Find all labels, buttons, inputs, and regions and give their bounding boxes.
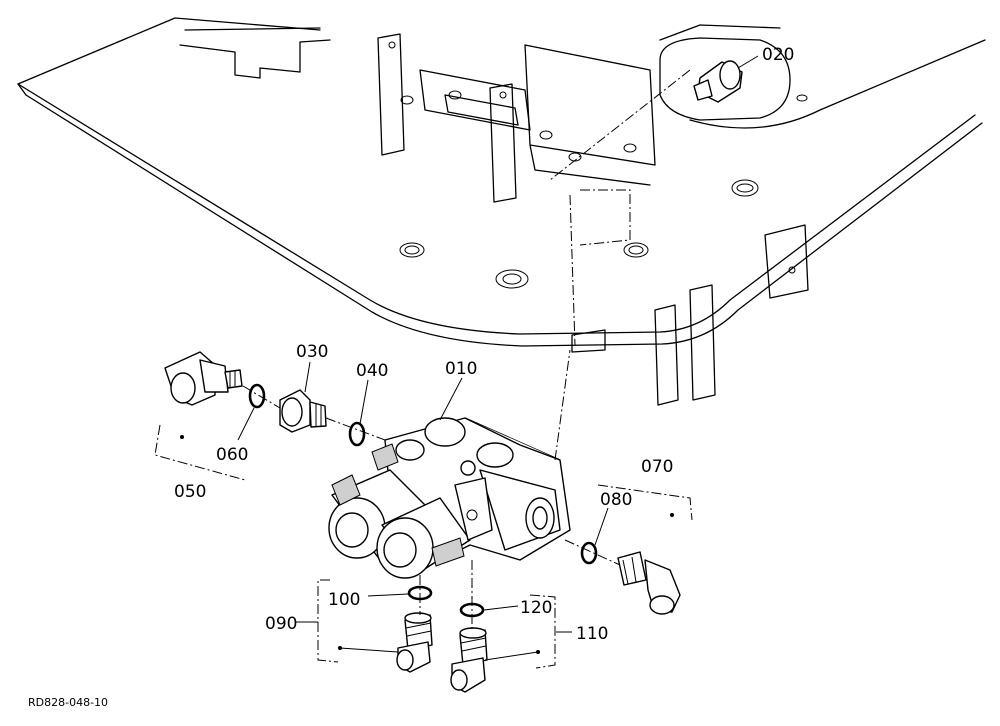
o-ring-080: [580, 541, 598, 565]
callout-090: 090: [265, 614, 297, 634]
callout-080: 080: [600, 490, 632, 510]
callout-060: 060: [216, 445, 248, 465]
callout-070: 070: [641, 457, 673, 477]
elbow-fitting-110: [450, 627, 488, 693]
leader-lines: [237, 55, 759, 633]
drawing-code: RD828-048-10: [28, 696, 108, 709]
callout-050: 050: [174, 482, 206, 502]
assembly-lines: [242, 349, 621, 630]
callout-020: 020: [762, 45, 794, 65]
callout-120: 120: [520, 598, 552, 618]
valve-assembly-010: [328, 417, 571, 579]
callout-110: 110: [576, 624, 608, 644]
o-ring-040: [348, 421, 366, 447]
elbow-fitting-050: [164, 351, 243, 406]
elbow-fitting-070: [617, 551, 681, 615]
adapter-030: [279, 389, 327, 433]
callout-100: 100: [328, 590, 360, 610]
plug-fitting-020: [693, 60, 743, 103]
mounting-plate: [17, 17, 986, 406]
o-ring-060: [248, 383, 266, 409]
callout-030: 030: [296, 342, 328, 362]
callout-labels: 010 020 030 040 050 060 070 080 090 100 …: [28, 45, 794, 709]
callout-010: 010: [445, 359, 477, 379]
group-brackets: [154, 424, 693, 669]
callout-040: 040: [356, 361, 388, 381]
elbow-fitting-090: [396, 612, 433, 673]
